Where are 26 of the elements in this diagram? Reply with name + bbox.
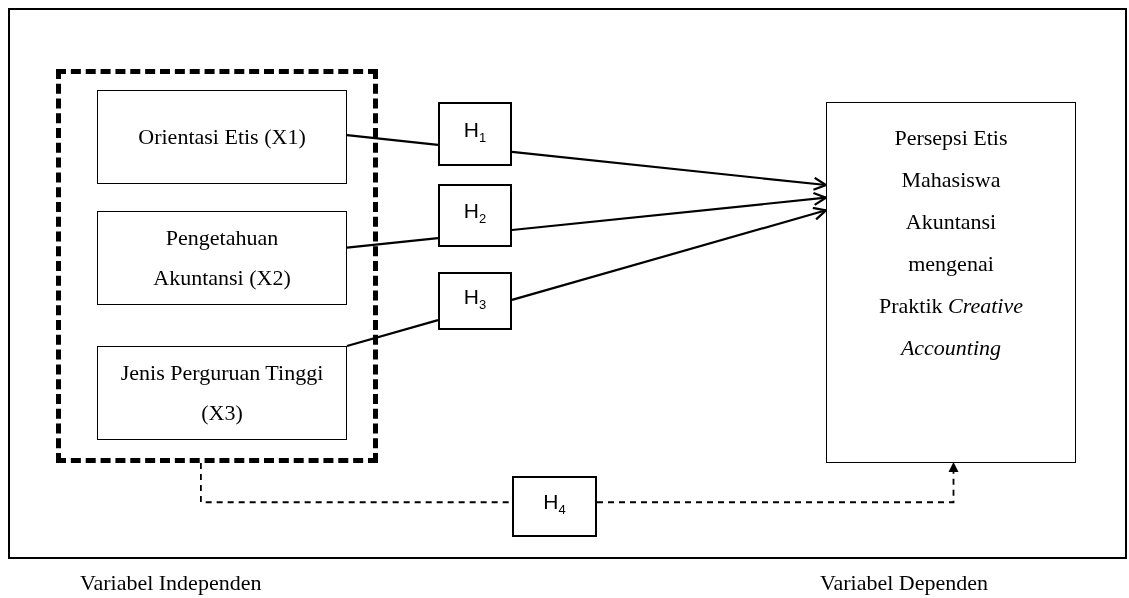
node-label: H$_{4}$ xyxy=(543,489,566,520)
caption-label: Variabel Independen xyxy=(80,570,262,596)
arrow xyxy=(596,462,959,504)
arrow xyxy=(511,206,828,301)
hypothesis-box xyxy=(438,184,512,247)
node-label: H$_{1}$ xyxy=(463,116,487,148)
node-label: Orientasi Etis (X1) xyxy=(138,123,306,151)
node-label: H$_{2}$ xyxy=(463,198,487,229)
arrow xyxy=(511,150,828,191)
node-label: Jenis Perguruan Tinggi (X3) xyxy=(120,359,324,427)
node-label: Pengetahuan Akuntansi (X2) xyxy=(152,224,292,292)
variable-box xyxy=(97,346,347,440)
connector-line xyxy=(346,134,439,146)
dependent-variable-box xyxy=(826,102,1076,463)
hypothesis-box xyxy=(512,476,597,537)
variable-box xyxy=(97,90,347,184)
node-label: Persepsi Etis Mahasiswa Akuntansi mengenai Praktik Creative Accounting xyxy=(878,124,1024,362)
arrow xyxy=(511,191,828,232)
dashed-group-box xyxy=(56,69,378,463)
connector-line xyxy=(346,319,439,348)
hypothesis-box xyxy=(438,272,512,330)
connector-line xyxy=(346,237,439,249)
caption-label: Variabel Dependen xyxy=(820,570,988,596)
node-label: H$_{3}$ xyxy=(463,283,487,315)
hypothesis-box xyxy=(438,102,512,166)
variable-box xyxy=(97,211,347,305)
